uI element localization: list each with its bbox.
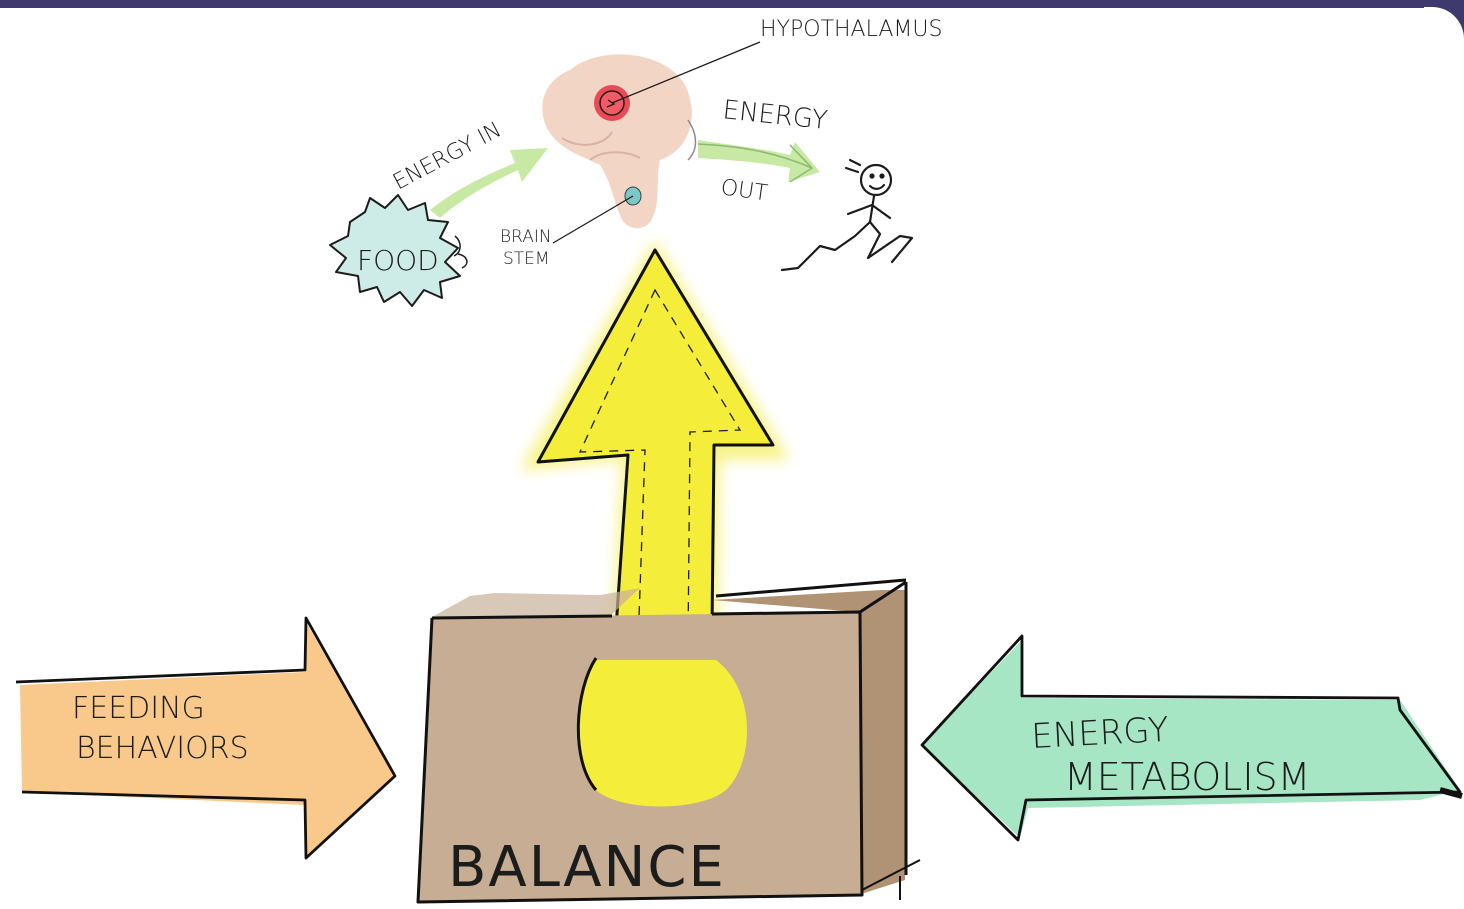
brain-icon xyxy=(542,54,697,229)
metabolism-label-2: METABOLISM xyxy=(1064,755,1310,799)
balance-box-icon xyxy=(416,578,921,904)
hypothalamus-pointer xyxy=(611,41,761,104)
feeding-label-2: BEHAVIORS xyxy=(76,731,249,766)
feeding-label-1: FEEDING xyxy=(72,691,205,726)
food-burst-icon xyxy=(329,194,468,307)
energy-out-arrow xyxy=(697,140,820,183)
brain-stem-label-1: BRAIN xyxy=(500,227,552,247)
metabolism-label-1: ENERGY xyxy=(1030,710,1169,757)
balance-label: BALANCE xyxy=(448,835,726,900)
metabolism-arrow xyxy=(920,634,1463,842)
hypothalamus-label: HYPOTHALAMUS xyxy=(760,17,942,42)
running-person-icon xyxy=(780,158,914,272)
food-label: FOOD xyxy=(357,244,439,277)
window-corner xyxy=(1424,0,1464,47)
brain-stem-label-2: STEM xyxy=(503,249,550,269)
energy-in-arrow xyxy=(430,148,548,218)
feeding-arrow xyxy=(15,616,397,860)
energy-out-label-1: ENERGY xyxy=(721,95,829,136)
energy-out-label-2: OUT xyxy=(719,175,769,206)
brain-stem-pointer xyxy=(552,195,634,244)
top-border xyxy=(0,0,1464,8)
